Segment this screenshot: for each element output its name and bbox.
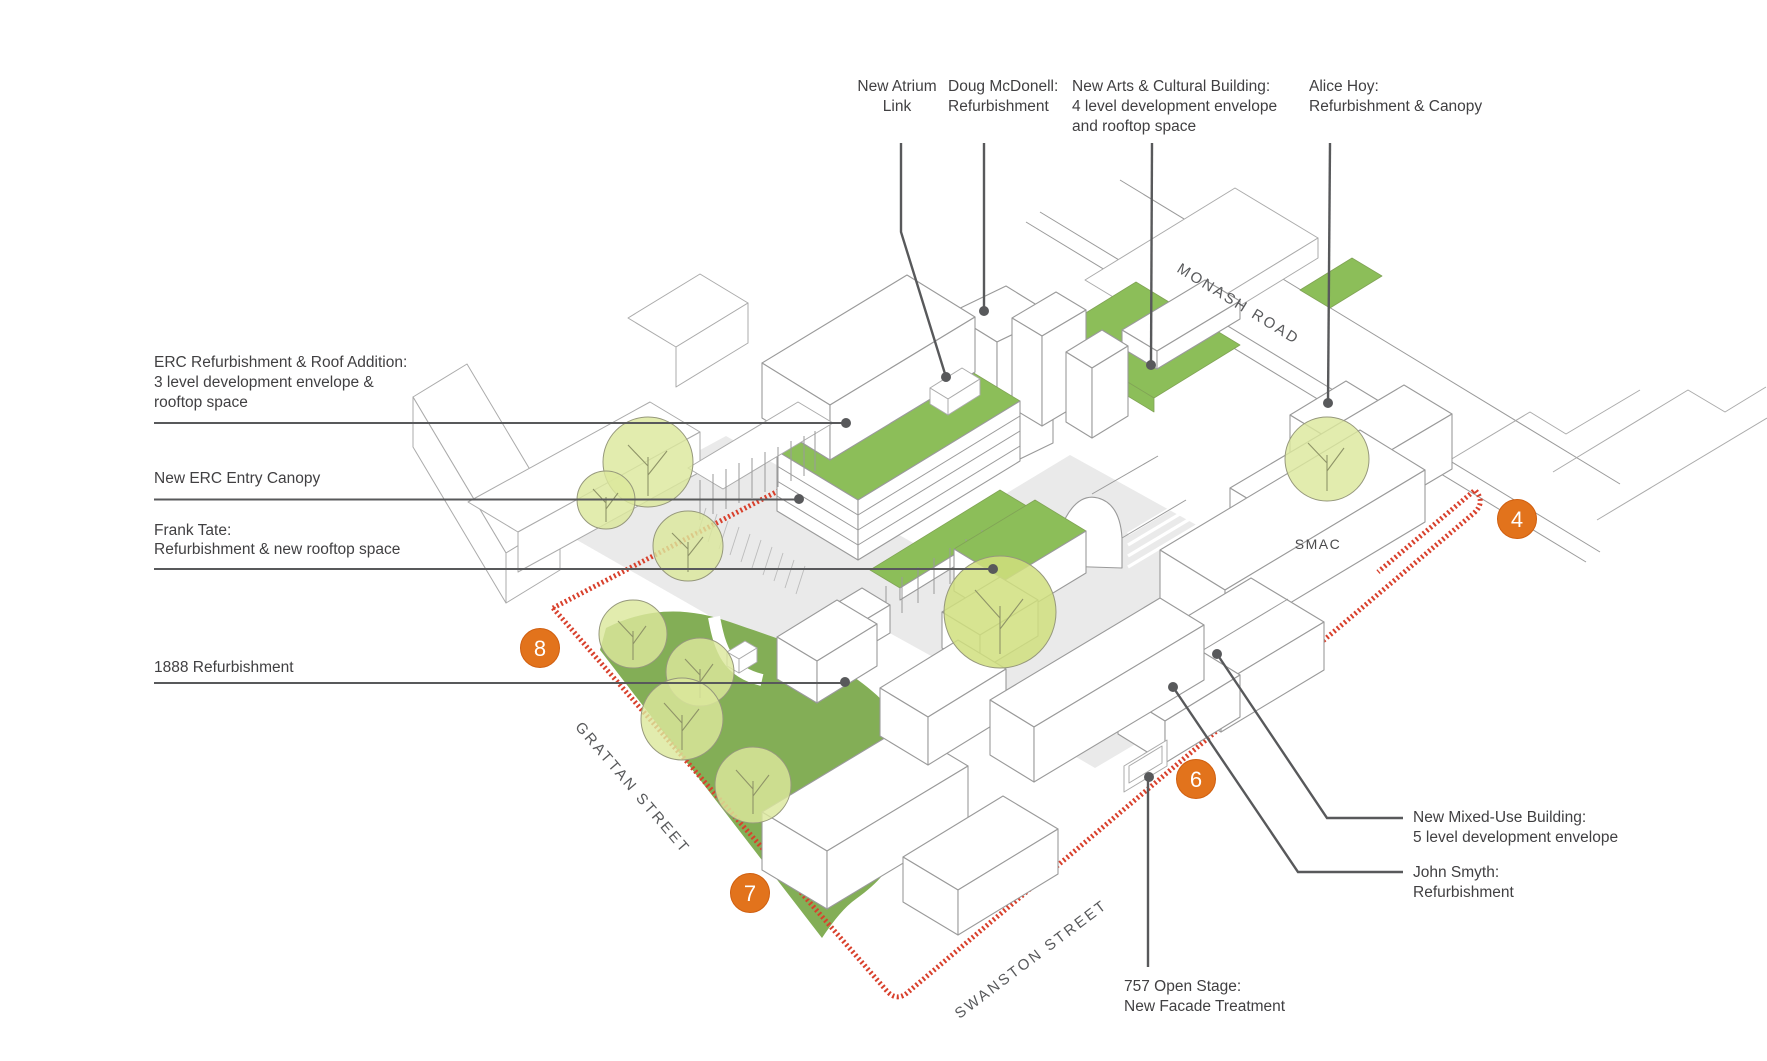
- numbered-badges: 8 7 6 4: [520, 499, 1537, 913]
- alice-hoy-tree: [1284, 416, 1370, 502]
- callout-757-open-stage: 757 Open Stage: New Facade Treatment: [1124, 978, 1286, 1015]
- svg-text:Alice Hoy:: Alice Hoy:: [1309, 78, 1379, 95]
- svg-text:4: 4: [1511, 507, 1523, 532]
- context-road-fragment-2: [1596, 417, 1767, 521]
- context-road-fragment: [1552, 386, 1767, 473]
- svg-text:Frank Tate:: Frank Tate:: [154, 522, 231, 539]
- svg-text:8: 8: [534, 636, 546, 661]
- svg-text:7: 7: [744, 881, 756, 906]
- svg-text:3 level development envelope &: 3 level development envelope &: [154, 374, 374, 391]
- atrium-link-structure: [929, 367, 981, 416]
- callout-labels: New Atrium Link Doug McDonell: Refurbish…: [154, 78, 1618, 1015]
- smac-building-label: SMAC: [1295, 536, 1341, 552]
- trees: [576, 416, 1370, 824]
- svg-text:4 level development envelope: 4 level development envelope: [1072, 98, 1277, 115]
- badge-8: 8: [520, 628, 560, 668]
- callout-doug-mcdonell: Doug McDonell: Refurbishment: [948, 78, 1058, 115]
- svg-text:New Atrium: New Atrium: [857, 78, 936, 95]
- callout-new-erc-entry-canopy: New ERC Entry Canopy: [154, 470, 321, 487]
- callout-1888-refurbishment: 1888 Refurbishment: [154, 659, 294, 676]
- svg-text:and rooftop space: and rooftop space: [1072, 118, 1196, 135]
- callout-john-smyth: John Smyth: Refurbishment: [1413, 864, 1514, 901]
- leader-lines: [154, 142, 1403, 967]
- svg-text:757 Open Stage:: 757 Open Stage:: [1124, 978, 1241, 995]
- badge-6: 6: [1176, 759, 1216, 799]
- callout-alice-hoy: Alice Hoy: Refurbishment & Canopy: [1309, 78, 1482, 115]
- svg-text:Refurbishment: Refurbishment: [948, 98, 1049, 115]
- svg-text:Refurbishment: Refurbishment: [1413, 884, 1514, 901]
- building-757: [989, 597, 1205, 793]
- callout-new-arts-cultural: New Arts & Cultural Building: 4 level de…: [1072, 78, 1277, 135]
- svg-text:Refurbishment & new rooftop sp: Refurbishment & new rooftop space: [154, 541, 400, 558]
- svg-text:Refurbishment & Canopy: Refurbishment & Canopy: [1309, 98, 1482, 115]
- callout-new-mixed-use: New Mixed-Use Building: 5 level developm…: [1413, 809, 1618, 846]
- svg-text:ERC Refurbishment & Roof Addit: ERC Refurbishment & Roof Addition:: [154, 354, 407, 371]
- svg-text:New ERC Entry Canopy: New ERC Entry Canopy: [154, 470, 321, 487]
- svg-text:Doug McDonell:: Doug McDonell:: [948, 78, 1058, 95]
- svg-text:6: 6: [1190, 767, 1202, 792]
- svg-text:rooftop space: rooftop space: [154, 394, 248, 411]
- context-road-bend: [1429, 389, 1641, 473]
- svg-text:New Arts & Cultural Building:: New Arts & Cultural Building:: [1072, 78, 1270, 95]
- svg-text:New Facade Treatment: New Facade Treatment: [1124, 998, 1286, 1015]
- svg-text:New Mixed-Use Building:: New Mixed-Use Building:: [1413, 809, 1586, 826]
- svg-text:Link: Link: [883, 98, 912, 115]
- badge-4: 4: [1497, 499, 1537, 539]
- svg-text:John Smyth:: John Smyth:: [1413, 864, 1499, 881]
- site-boundary: [551, 486, 1483, 1000]
- callout-erc-refurbishment: ERC Refurbishment & Roof Addition: 3 lev…: [154, 354, 407, 411]
- svg-text:1888 Refurbishment: 1888 Refurbishment: [154, 659, 294, 676]
- slim-towers: [1011, 291, 1129, 439]
- badge-7: 7: [730, 873, 770, 913]
- frank-tate-tree: [943, 555, 1057, 669]
- callout-frank-tate: Frank Tate: Refurbishment & new rooftop …: [154, 522, 400, 558]
- svg-text:5 level development envelope: 5 level development envelope: [1413, 829, 1618, 846]
- callout-new-atrium-link: New Atrium Link: [857, 78, 936, 115]
